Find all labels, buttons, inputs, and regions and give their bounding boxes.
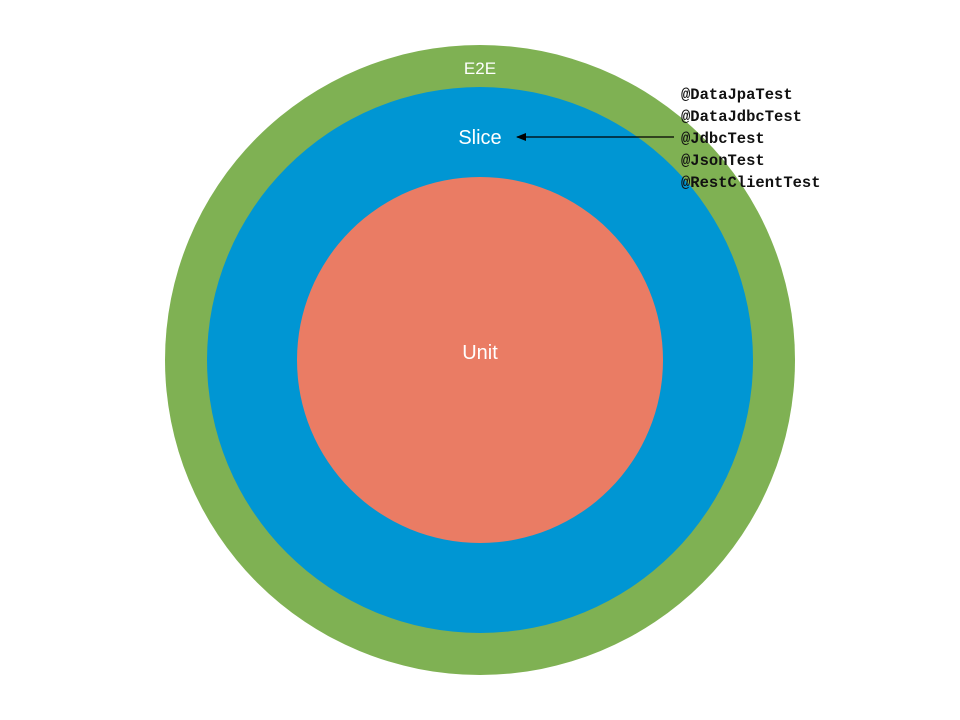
annotation-item: @JsonTest: [681, 152, 765, 170]
unit-circle: [297, 177, 663, 543]
annotation-item: @RestClientTest: [681, 174, 821, 192]
slice-label: Slice: [458, 127, 501, 149]
annotation-item: @DataJdbcTest: [681, 108, 802, 126]
annotation-item: @JdbcTest: [681, 130, 765, 148]
unit-label: Unit: [462, 342, 498, 364]
annotation-list: @DataJpaTest @DataJdbcTest @JdbcTest @Js…: [681, 86, 821, 192]
e2e-label: E2E: [464, 59, 496, 78]
annotation-item: @DataJpaTest: [681, 86, 793, 104]
